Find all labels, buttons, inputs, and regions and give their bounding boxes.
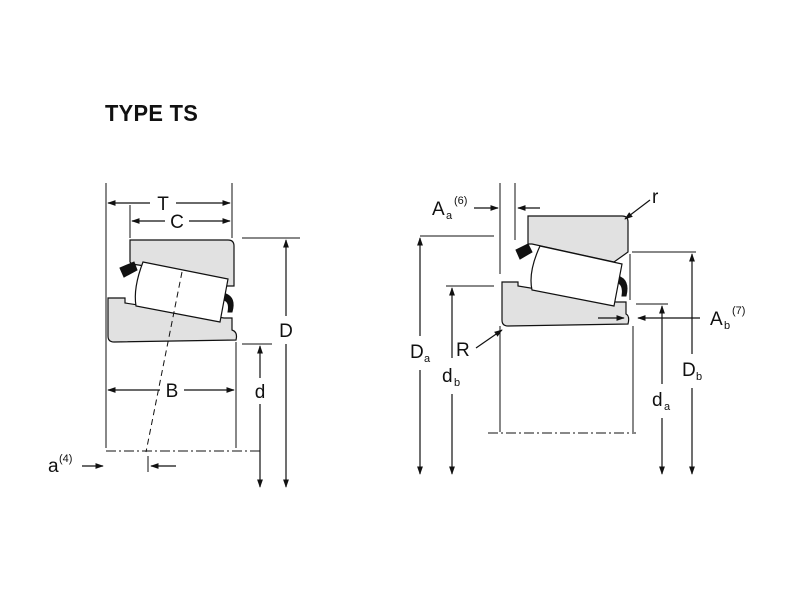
cone-inner-ring-right (501, 281, 630, 327)
left-bearing-view: T C B D d a (4) (48, 183, 300, 488)
label-da-sub: a (664, 401, 671, 413)
label-R: R (456, 340, 470, 361)
cage-right (223, 293, 234, 313)
label-Aa: A (432, 199, 445, 220)
label-B: B (166, 381, 179, 402)
label-Db-sub: b (696, 371, 702, 383)
label-Ab: A (710, 309, 723, 330)
label-Db: D (682, 360, 696, 381)
label-Aa-sub: a (446, 210, 453, 222)
label-D: D (279, 321, 293, 342)
cage-left-right (515, 243, 533, 260)
tapered-roller-right (530, 245, 623, 307)
label-d: d (255, 382, 266, 403)
label-da: d (652, 390, 663, 411)
diagram-title: TYPE TS (105, 100, 199, 126)
label-Da-sub: a (424, 353, 431, 365)
tapered-roller (134, 261, 229, 323)
label-Aa-sup: (6) (454, 195, 467, 207)
label-Da: D (410, 342, 424, 363)
label-db: d (442, 366, 453, 387)
label-a: a (48, 456, 59, 477)
label-Ab-sub: b (724, 320, 730, 332)
label-r: r (652, 187, 659, 208)
cage-left (119, 261, 138, 278)
cone-inner-ring (107, 297, 238, 343)
label-a-sup: (4) (59, 453, 72, 465)
label-db-sub: b (454, 377, 460, 389)
label-T: T (157, 194, 169, 215)
label-C: C (170, 212, 184, 233)
right-bearing-view: A a (6) r R A b (7) D a d b D b d a (410, 183, 745, 475)
label-Ab-sup: (7) (732, 305, 745, 317)
